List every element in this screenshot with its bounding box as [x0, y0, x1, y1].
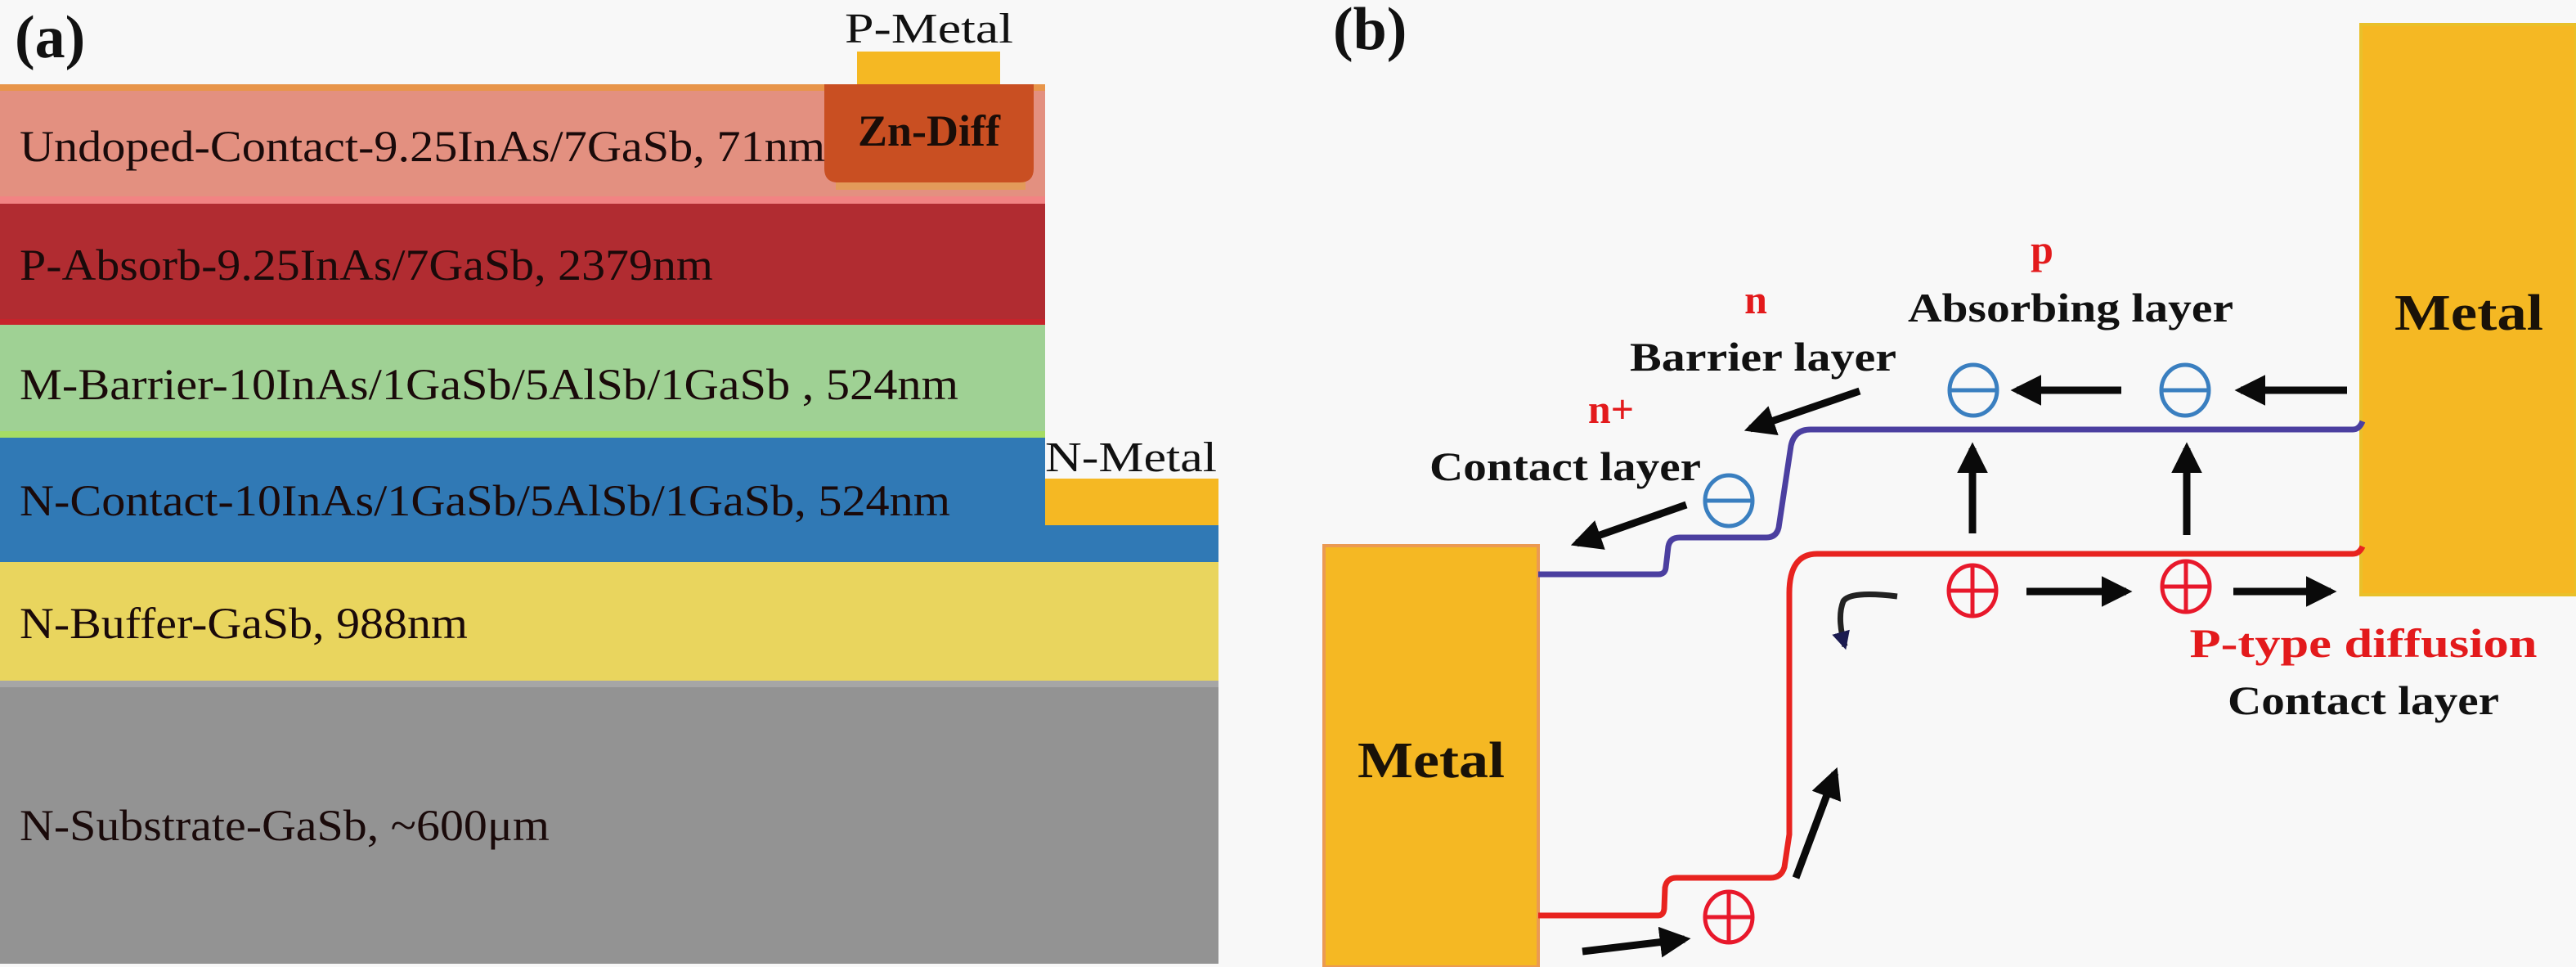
panel-b-label: (b)	[1333, 0, 1407, 63]
arrow-hole-up	[1792, 767, 1842, 879]
valence-band-line	[1538, 545, 2366, 919]
layer-n-substrate	[0, 687, 1218, 964]
layer-divider	[0, 431, 1045, 438]
arrow-contact-layer	[1570, 501, 1688, 550]
layer-top-edge	[0, 84, 1045, 91]
layer-divider	[0, 196, 1045, 204]
contact-doping-label: n+	[1588, 386, 1634, 432]
electron-icon	[2159, 362, 2211, 418]
panel-b: (b) Metal Metal n+ Contact	[1322, 0, 2576, 967]
right-metal-label: Metal	[2394, 286, 2543, 341]
p-contact-layer-label: Contact layer	[2228, 677, 2499, 723]
layer-label-p-absorb: P-Absorb-9.25InAs/7GaSb, 2379nm	[20, 241, 713, 290]
right-metal-contact	[2359, 23, 2576, 596]
layer-label-n-buffer: N-Buffer-GaSb, 988nm	[20, 599, 468, 648]
n-metal-label: N-Metal	[1045, 434, 1217, 481]
hole-icon	[2160, 559, 2212, 614]
absorbing-layer-label: Absorbing layer	[1908, 285, 2233, 331]
layer-label-m-barrier: M-Barrier-10InAs/1GaSb/5AlSb/1GaSb , 524…	[20, 360, 958, 409]
electrons	[1703, 362, 2211, 528]
zn-diff-region	[824, 84, 1034, 182]
p-metal-label: P-Metal	[845, 6, 1013, 52]
left-metal-contact	[1322, 544, 1540, 967]
carrier-arrows	[1570, 375, 2347, 958]
layer-divider	[0, 681, 1218, 687]
arrow-hole-injection	[1582, 926, 1691, 958]
layer-m-barrier	[0, 325, 1045, 434]
holes	[1703, 559, 2212, 945]
barrier-layer-label: Barrier layer	[1630, 334, 1896, 380]
p-metal-contact	[857, 52, 1000, 84]
zn-diff-label: Zn-Diff	[858, 106, 1001, 155]
layer-label-undoped-contact: Undoped-Contact-9.25InAs/7GaSb, 71nm	[20, 122, 825, 171]
absorbing-doping-label: p	[2031, 227, 2053, 272]
layer-label-n-substrate: N-Substrate-GaSb, ~600μm	[20, 801, 550, 850]
layer-p-absorb	[0, 204, 1045, 325]
contact-layer-label: Contact layer	[1429, 443, 1701, 489]
p-type-diffusion-label: P-type diffusion	[2190, 620, 2538, 666]
layer-label-n-contact: N-Contact-10InAs/1GaSb/5AlSb/1GaSb, 524n…	[20, 476, 950, 525]
hole-icon	[1946, 563, 1999, 618]
arrow-barrier-layer	[1744, 387, 1861, 436]
electron-icon	[1947, 362, 1999, 418]
layer-n-buffer	[0, 562, 1218, 681]
layer-n-contact-mesa-step	[1045, 525, 1218, 562]
left-metal-label: Metal	[1358, 733, 1505, 789]
n-metal-contact	[1045, 479, 1218, 525]
layer-divider	[0, 319, 1045, 325]
barrier-doping-label: n	[1744, 277, 1767, 322]
layer-n-contact	[0, 438, 1045, 562]
panel-a-label: (a)	[15, 4, 85, 71]
electron-icon	[1703, 473, 1755, 528]
conduction-band-line	[1538, 420, 2366, 578]
hole-icon	[1703, 889, 1755, 945]
arrow-hole-blocked-curve	[1832, 591, 1898, 650]
panel-a: (a) Zn-Diff P-Metal N-Metal Undoped-Cont	[0, 4, 1218, 964]
